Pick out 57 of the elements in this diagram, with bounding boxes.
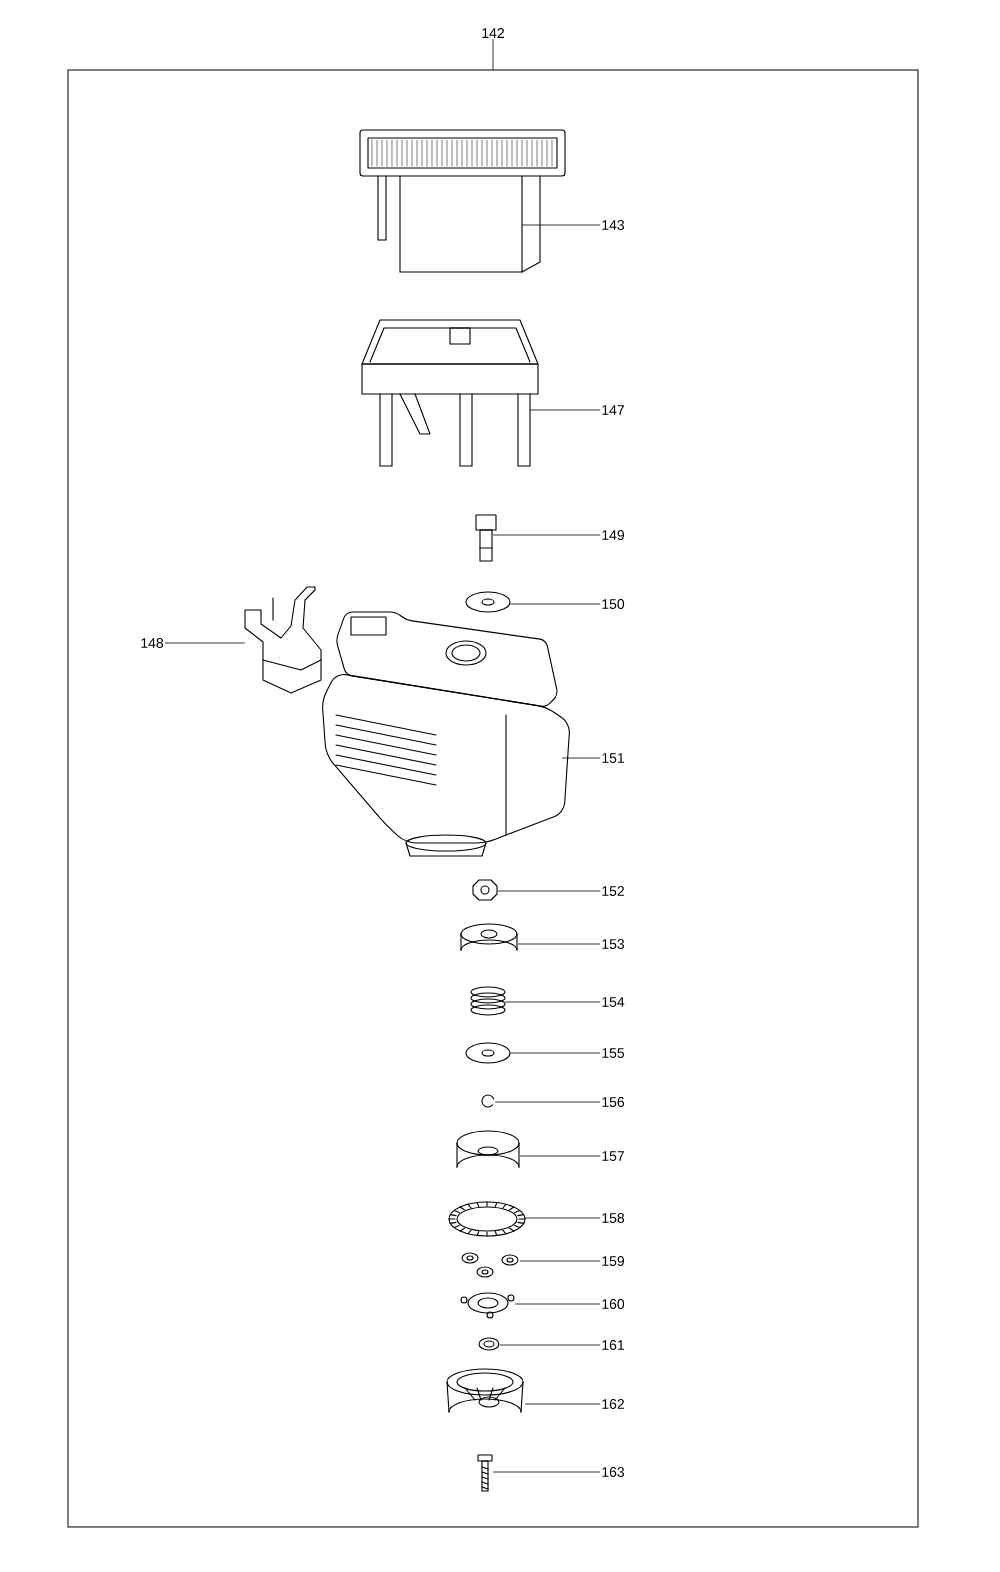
filter-drawing bbox=[359, 129, 566, 273]
callout-number: 153 bbox=[602, 939, 625, 949]
frame-border bbox=[67, 69, 919, 1528]
callout-number: 143 bbox=[602, 220, 625, 230]
callout-number: 160 bbox=[602, 1299, 625, 1309]
leader-line bbox=[522, 224, 601, 226]
leader-line bbox=[498, 890, 601, 892]
leader-line bbox=[520, 1155, 601, 1157]
callout-number: 152 bbox=[602, 886, 624, 896]
callout-number: 163 bbox=[602, 1467, 625, 1477]
bracket-drawing bbox=[244, 586, 322, 694]
callout-number: 156 bbox=[602, 1097, 625, 1107]
leader-line bbox=[164, 642, 245, 644]
washer-drawing bbox=[465, 591, 511, 613]
housing-drawing bbox=[322, 611, 570, 857]
ring-drawing bbox=[448, 1201, 526, 1237]
leader-line bbox=[520, 1260, 601, 1262]
leader-line bbox=[493, 534, 601, 536]
retainer-drawing bbox=[460, 1292, 515, 1319]
callout-number: 150 bbox=[602, 599, 625, 609]
filter-tray-drawing bbox=[361, 319, 539, 467]
bearing-drawing bbox=[461, 1252, 519, 1278]
spring-drawing bbox=[470, 986, 506, 1016]
disc-drawing bbox=[460, 923, 518, 951]
washer-drawing bbox=[465, 1042, 511, 1064]
nut-drawing bbox=[472, 879, 498, 901]
callout-number: 161 bbox=[602, 1340, 624, 1350]
leader-line bbox=[525, 1403, 601, 1405]
callout-number: 154 bbox=[602, 997, 625, 1007]
screw-drawing bbox=[477, 1454, 493, 1492]
leader-line bbox=[525, 1217, 601, 1219]
callout-number: 149 bbox=[602, 530, 624, 540]
bolt-drawing bbox=[475, 514, 497, 562]
washer-drawing bbox=[478, 1337, 500, 1351]
spool-drawing bbox=[446, 1368, 524, 1413]
leader-line bbox=[492, 39, 494, 70]
callout-number: 157 bbox=[602, 1151, 624, 1161]
leader-line bbox=[510, 1052, 601, 1054]
callout-number: 159 bbox=[602, 1256, 624, 1266]
leader-line bbox=[505, 1001, 601, 1003]
leader-line bbox=[530, 409, 601, 411]
leader-line bbox=[510, 603, 601, 605]
callout-number: 148 bbox=[141, 638, 164, 648]
leader-line bbox=[518, 943, 601, 945]
leader-line bbox=[515, 1303, 601, 1305]
callout-number: 147 bbox=[602, 405, 624, 415]
callout-number: 162 bbox=[602, 1399, 624, 1409]
callout-number: 151 bbox=[602, 753, 624, 763]
leader-line bbox=[500, 1344, 601, 1346]
callout-number: 158 bbox=[602, 1213, 625, 1223]
callout-number: 155 bbox=[602, 1048, 625, 1058]
callout-number: 142 bbox=[482, 28, 504, 38]
cup-drawing bbox=[456, 1130, 520, 1168]
leader-line bbox=[495, 1101, 601, 1103]
leader-line bbox=[493, 1471, 601, 1473]
leader-line bbox=[562, 757, 601, 759]
snap-ring-drawing bbox=[481, 1094, 495, 1108]
